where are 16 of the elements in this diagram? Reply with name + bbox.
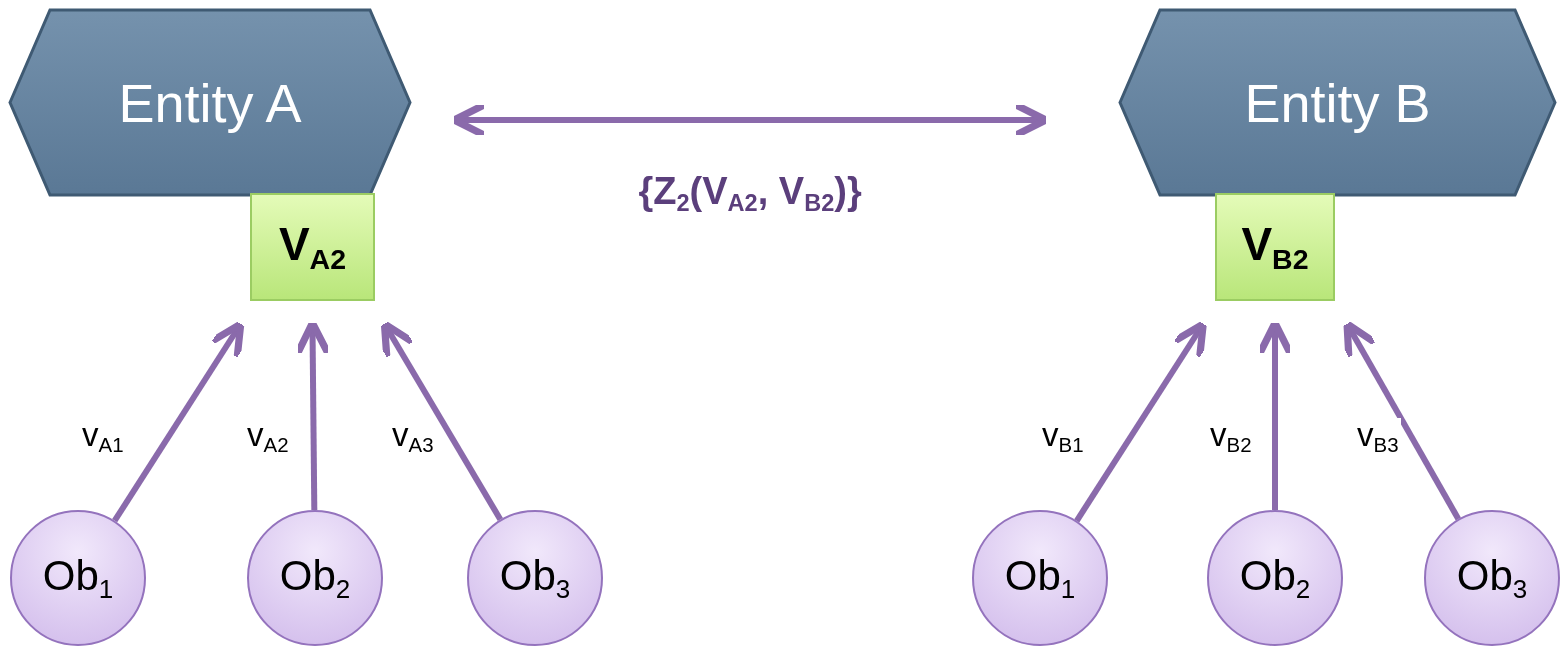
variable-label: Ob$_{2}$ — [1239, 554, 1311, 602]
variable-label: Ob$_{1}$ — [1004, 554, 1076, 602]
variable-label: Ob$_{2}$ — [279, 554, 351, 602]
variable-label: V$_{B2}$ — [1241, 220, 1309, 274]
variable-label: Ob$_{1}$ — [42, 554, 114, 602]
variable-box — [250, 193, 375, 301]
entity-hexagon — [1120, 10, 1555, 195]
variable-label: Ob$_{3}$ — [1456, 554, 1528, 602]
variable-box — [1215, 193, 1335, 301]
arrow — [1074, 320, 1207, 523]
variable-label: Ob$_{3}$ — [499, 554, 571, 602]
entity-hexagon — [10, 10, 410, 195]
arrow — [380, 320, 503, 521]
arrow — [112, 320, 245, 523]
variable-label: V$_{A2}$ — [278, 220, 347, 274]
arrow — [1343, 320, 1461, 521]
